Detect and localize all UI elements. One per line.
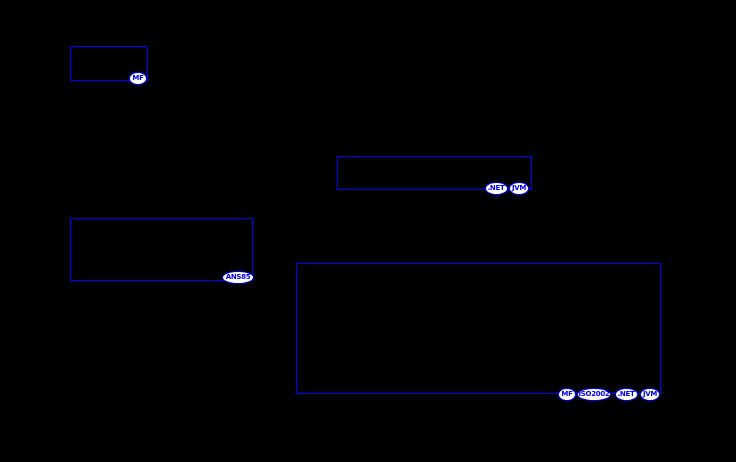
dialect-badge-mf: MF bbox=[129, 71, 147, 85]
dialect-badge-mf: MF bbox=[558, 387, 576, 401]
syntax-box-1 bbox=[70, 46, 148, 81]
dialect-badge-jvm: JVM bbox=[640, 387, 660, 401]
syntax-box-2 bbox=[337, 156, 532, 190]
dialect-badge-iso2002: ISO2002 bbox=[577, 387, 611, 401]
syntax-box-4 bbox=[296, 263, 661, 394]
dialect-badge-jvm: JVM bbox=[509, 181, 529, 195]
syntax-box-3 bbox=[70, 218, 253, 281]
dialect-badge-net: .NET bbox=[484, 181, 508, 195]
dialect-badge-ans85: ANS85 bbox=[222, 270, 254, 284]
dialect-badge-net: .NET bbox=[614, 387, 638, 401]
